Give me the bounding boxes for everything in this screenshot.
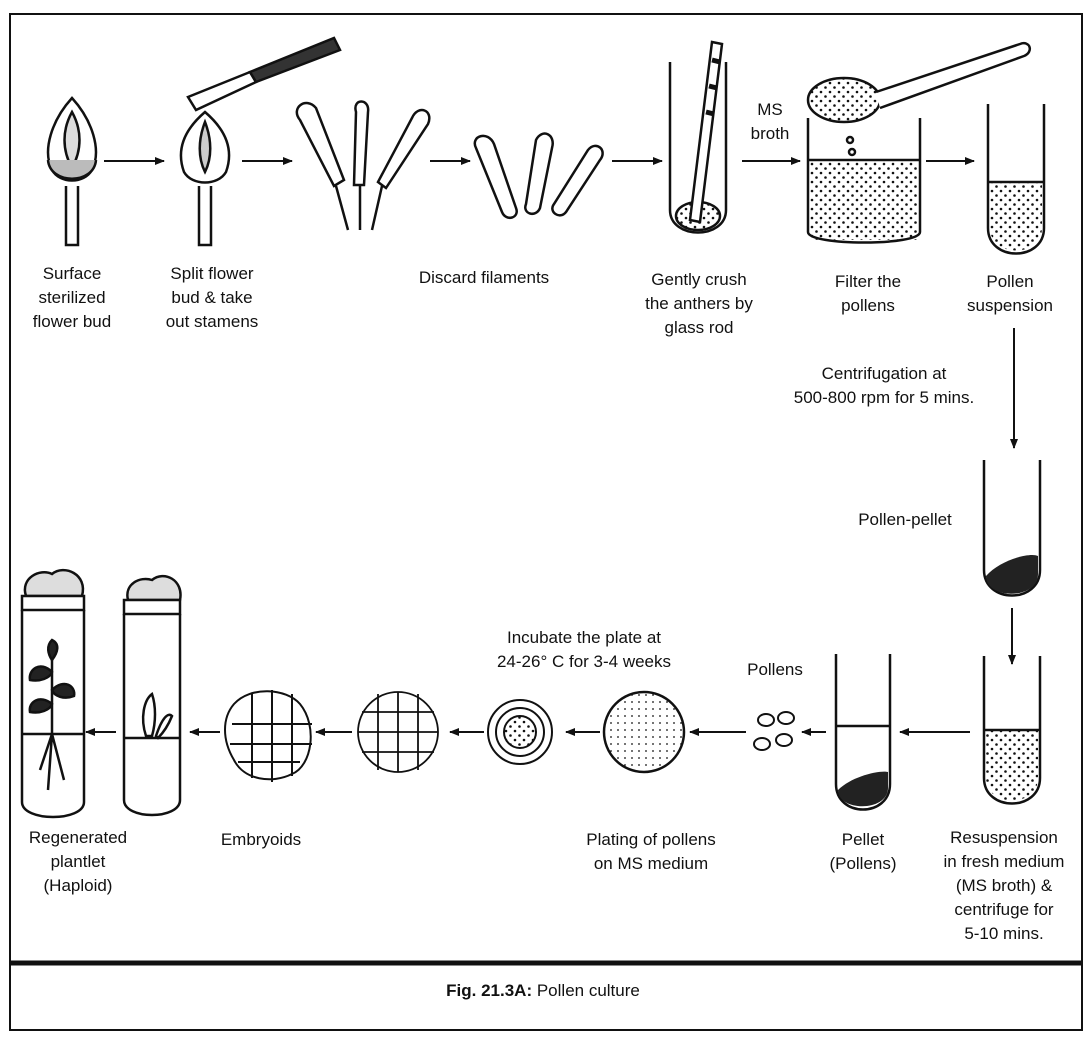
incubated-plate-icon — [488, 700, 552, 764]
shoot-tube-icon — [124, 576, 181, 815]
stamens-icon — [297, 102, 429, 231]
caption-text: Pollen culture — [537, 981, 640, 1000]
glass-rod-tube-icon — [670, 42, 726, 233]
cell-mass-icon — [358, 692, 438, 772]
label-embryoids: Embryoids — [196, 828, 326, 852]
figure-caption: Fig. 21.3A: Pollen culture — [0, 981, 1086, 1001]
pollen-pellet-tube-icon — [984, 460, 1040, 596]
embryoid-icon — [225, 690, 312, 782]
pollen-grains-icon — [754, 712, 794, 750]
label-pollen-pellet: Pollen-pellet — [830, 508, 980, 532]
petri-plate-icon — [604, 692, 684, 772]
resuspension-tube-icon — [984, 656, 1040, 804]
label-pollens: Pollens — [730, 658, 820, 682]
pollen-suspension-tube-icon — [988, 104, 1044, 254]
pellet-tube-icon — [836, 654, 890, 810]
flower-bud-icon — [48, 98, 96, 245]
label-pellet: Pellet(Pollens) — [808, 828, 918, 876]
anthers-icon — [475, 134, 603, 218]
label-discard-filaments: Discard filaments — [384, 266, 584, 290]
plantlet-tube-icon — [22, 570, 84, 817]
caption-number: Fig. 21.3A: — [446, 981, 532, 1000]
